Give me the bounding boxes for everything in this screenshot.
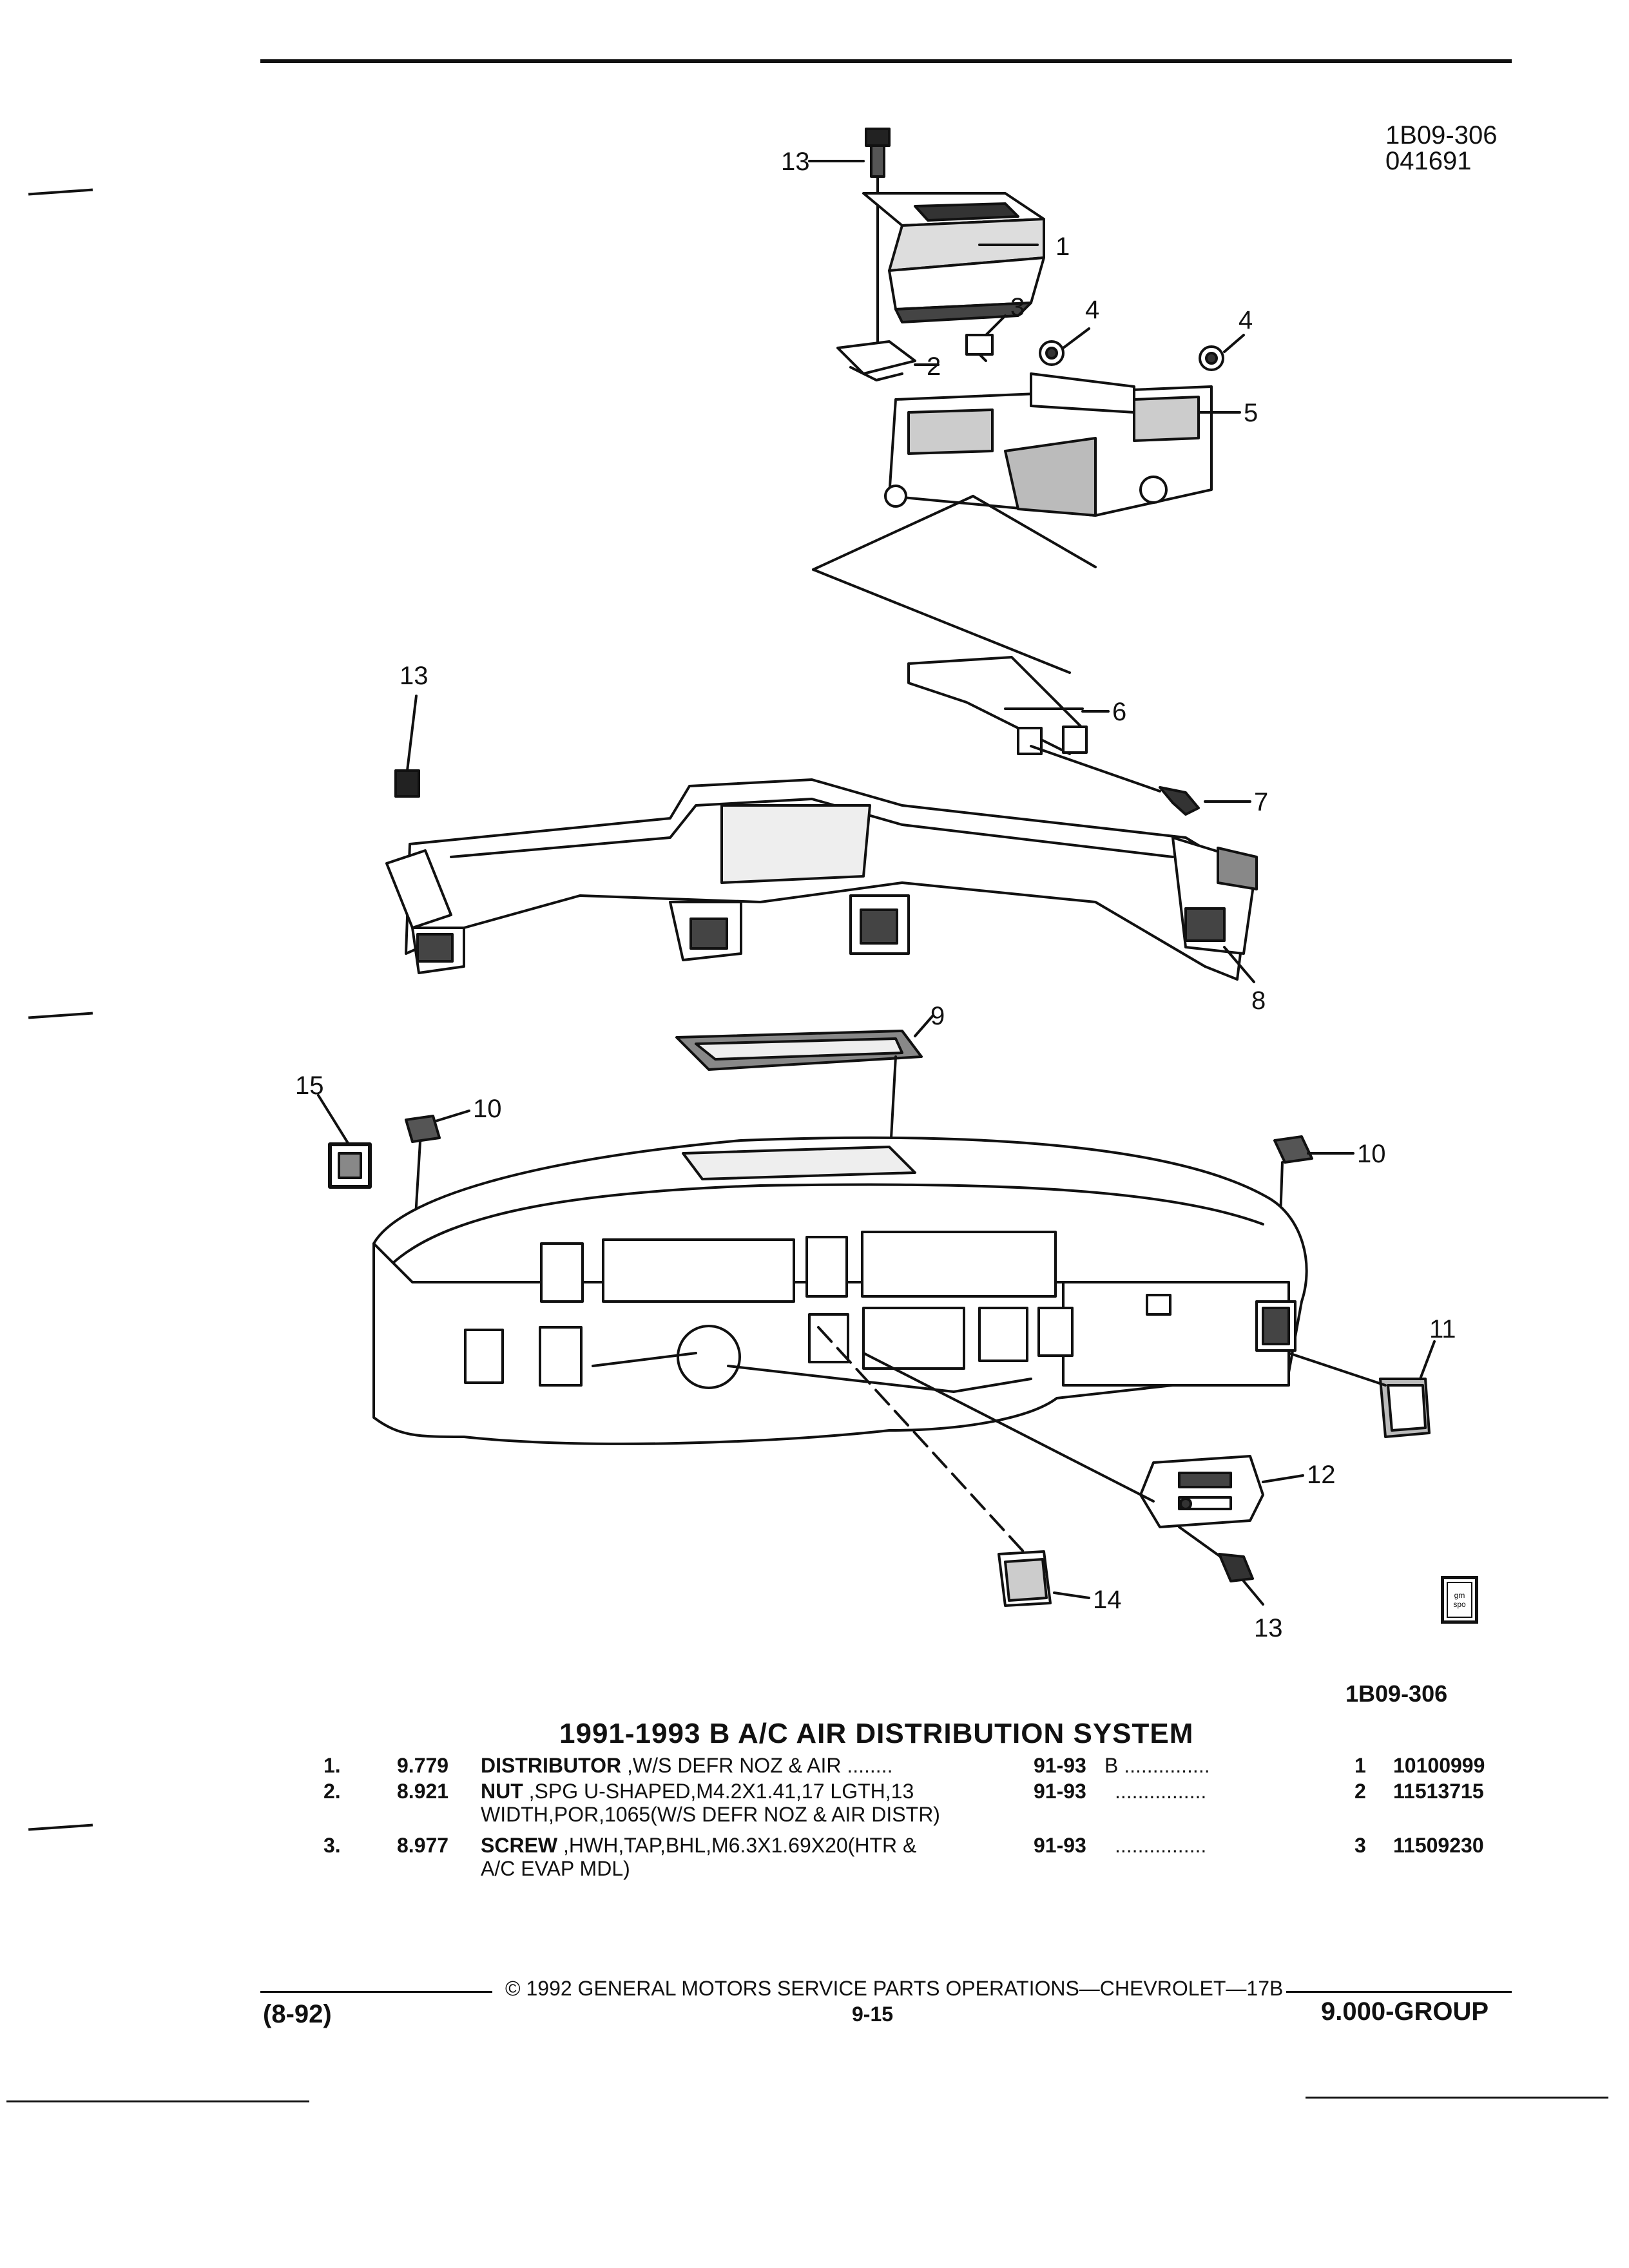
item-part-number: 10100999 xyxy=(1393,1754,1485,1777)
vent-part-14 xyxy=(817,1326,1052,1607)
nut-part-2 xyxy=(836,340,916,381)
item-number: 2. xyxy=(323,1780,341,1803)
item-part-number: 11513715 xyxy=(1393,1780,1484,1803)
parts-list-row-continuation: A/C EVAP MDL) xyxy=(316,1857,1521,1896)
item-note: ................ xyxy=(1115,1834,1207,1857)
air-distributor-part-8 xyxy=(385,778,1258,981)
top-rule xyxy=(260,59,1512,63)
callout-8: 8 xyxy=(1251,986,1266,1015)
item-code: 8.921 xyxy=(397,1780,449,1803)
callout-13-top: 13 xyxy=(781,148,810,176)
screw-13-left xyxy=(394,695,420,798)
parts-list-row-continuation: WIDTH,POR,1065(W/S DEFR NOZ & AIR DISTR) xyxy=(316,1803,1521,1841)
defroster-grille-part-9 xyxy=(675,1030,923,1174)
callout-14: 14 xyxy=(1093,1586,1122,1614)
screw-part-7 xyxy=(1030,745,1200,816)
footer-copyright: © 1992 GENERAL MOTORS SERVICE PARTS OPER… xyxy=(505,1977,1284,2000)
item-part-number: 11509230 xyxy=(1393,1834,1484,1857)
footer-rule-left xyxy=(260,1991,492,1993)
callout-3: 3 xyxy=(1010,293,1025,322)
callout-10-right: 10 xyxy=(1357,1140,1386,1168)
item-note: ................ xyxy=(1115,1780,1207,1803)
page-title: 1991-1993 B A/C AIR DISTRIBUTION SYSTEM xyxy=(559,1718,1194,1749)
screw-13-bottom xyxy=(1178,1526,1254,1582)
footer-page-number: 9-15 xyxy=(852,2003,894,2026)
footer-rule-right xyxy=(1286,1991,1512,1993)
bezel-part-15 xyxy=(328,1142,372,1189)
callout-15: 15 xyxy=(295,1072,324,1100)
footer-date-code: (8-92) xyxy=(263,2000,332,2028)
bottom-mark-right xyxy=(1306,2097,1608,2099)
callout-9: 9 xyxy=(930,1002,945,1030)
callout-13-bottom: 13 xyxy=(1254,1614,1283,1642)
figure-code: 1B09-306 041691 xyxy=(1385,122,1497,174)
callout-2: 2 xyxy=(927,352,941,381)
item-note: B ............... xyxy=(1104,1754,1210,1777)
vent-part-11 xyxy=(1287,1352,1431,1438)
item-description: SCREW ,HWH,TAP,BHL,M6.3X1.69X20(HTR & xyxy=(481,1834,917,1857)
control-head-part-12 xyxy=(862,1352,1264,1528)
footer-group: 9.000-GROUP xyxy=(1321,1997,1489,2026)
callout-10-left: 10 xyxy=(473,1095,502,1123)
callout-6: 6 xyxy=(1112,698,1126,726)
item-years: 91-93 xyxy=(1034,1834,1086,1857)
callout-12: 12 xyxy=(1307,1461,1336,1489)
figure-code-line2: 041691 xyxy=(1385,147,1472,175)
duct-part-6 xyxy=(907,656,1088,755)
item-qty: 1 xyxy=(1354,1754,1366,1777)
evaporator-module-part-5 xyxy=(884,372,1213,517)
screw-part-3 xyxy=(965,334,994,362)
callout-5: 5 xyxy=(1244,399,1258,427)
callout-7: 7 xyxy=(1254,788,1268,816)
figure-reference: 1B09-306 xyxy=(1345,1680,1448,1707)
parts-list-row: 3. 8.977 SCREW ,HWH,TAP,BHL,M6.3X1.69X20… xyxy=(316,1834,1521,1872)
instrument-panel xyxy=(372,1136,1308,1445)
parts-list-row: 2. 8.921 NUT ,SPG U-SHAPED,M4.2X1.41,17 … xyxy=(316,1780,1521,1818)
item-description-continued: A/C EVAP MDL) xyxy=(481,1857,630,1880)
item-code: 8.977 xyxy=(397,1834,449,1857)
item-years: 91-93 xyxy=(1034,1780,1086,1803)
callout-13-left: 13 xyxy=(400,662,429,690)
bottom-mark-left xyxy=(6,2100,309,2102)
item-description: DISTRIBUTOR ,W/S DEFR NOZ & AIR ........ xyxy=(481,1754,893,1777)
distributor-part-1 xyxy=(862,192,1045,323)
item-qty: 3 xyxy=(1354,1834,1366,1857)
callout-4-right: 4 xyxy=(1239,306,1253,334)
item-number: 1. xyxy=(323,1754,341,1777)
callout-4-left: 4 xyxy=(1085,296,1099,324)
item-years: 91-93 xyxy=(1034,1754,1086,1777)
figure-code-line1: 1B09-306 xyxy=(1385,121,1498,149)
item-code: 9.779 xyxy=(397,1754,449,1777)
callout-1: 1 xyxy=(1055,233,1070,261)
parts-list-row: 1. 9.779 DISTRIBUTOR ,W/S DEFR NOZ & AIR… xyxy=(316,1754,1521,1792)
screw-13-top xyxy=(865,128,891,362)
item-description: NUT ,SPG U-SHAPED,M4.2X1.41,17 LGTH,13 xyxy=(481,1780,914,1803)
item-description-continued: WIDTH,POR,1065(W/S DEFR NOZ & AIR DISTR) xyxy=(481,1803,940,1826)
callout-11: 11 xyxy=(1429,1315,1456,1343)
item-qty: 2 xyxy=(1354,1780,1366,1803)
item-number: 3. xyxy=(323,1834,341,1857)
